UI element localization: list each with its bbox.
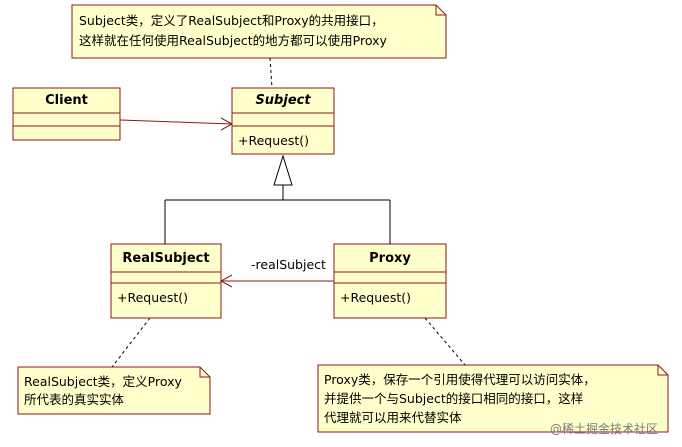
subject-note <box>71 4 447 59</box>
generalization <box>164 154 391 244</box>
real-subject-operation: +Request() <box>117 290 189 305</box>
subject-class-box <box>231 87 335 155</box>
real-subject-class-box <box>110 243 222 319</box>
real-subject-note-line-1: RealSubject类，定义Proxy <box>24 374 182 389</box>
proxy-class-box <box>333 243 447 319</box>
watermark-text: @稀土掘金技术社区 <box>550 422 659 436</box>
client-class-box <box>12 87 121 141</box>
subject-note-anchor <box>269 57 273 89</box>
proxy-class-name: Proxy <box>369 251 411 266</box>
real-subject-class-name: RealSubject <box>122 251 210 266</box>
subject-note-line-2: 这样就在任何使用RealSubject的地方都可以使用Proxy <box>79 33 387 48</box>
proxy-note-line-2: 并提供一个与Subject的接口相同的接口，这样 <box>324 391 584 406</box>
proxy-real-subject-association <box>219 274 334 288</box>
subject-operation: +Request() <box>238 133 310 148</box>
proxy-operation: +Request() <box>340 290 412 305</box>
proxy-note <box>317 364 669 433</box>
real-subject-role-label: -realSubject <box>251 257 326 272</box>
subject-note-line-1: Subject类，定义了RealSubject和Proxy的共用接口， <box>79 13 384 28</box>
real-subject-note-line-2: 所代表的真实实体 <box>24 392 125 407</box>
proxy-note-anchor <box>424 317 466 366</box>
client-subject-association <box>119 117 234 131</box>
real-subject-note-anchor <box>111 317 151 368</box>
subject-class-name: Subject <box>255 93 311 108</box>
proxy-note-line-1: Proxy类，保存一个引用使得代理可以访问实体， <box>324 372 596 387</box>
real-subject-note <box>17 366 211 415</box>
proxy-note-line-3: 代理就可以用来代替实体 <box>324 410 462 425</box>
client-class-name: Client <box>45 93 88 108</box>
